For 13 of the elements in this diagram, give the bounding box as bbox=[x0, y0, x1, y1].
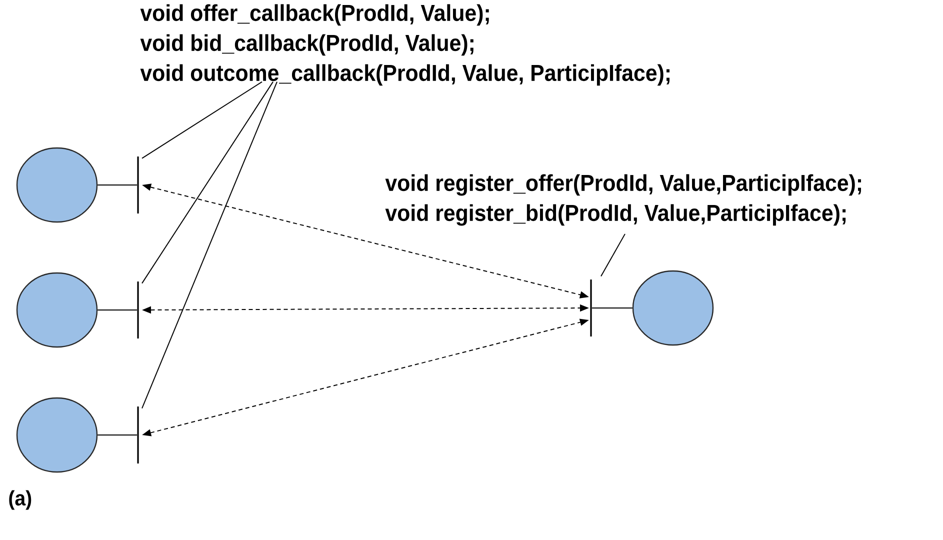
leader-line bbox=[142, 81, 278, 409]
component-circle bbox=[632, 270, 714, 346]
component-circle bbox=[16, 147, 98, 223]
component-circle bbox=[16, 272, 98, 348]
panel-label: (a) bbox=[9, 490, 32, 510]
code-text: void offer_callback(ProdId, Value); void bid_callback(ProdId, Value); void outcome_callback(ProdId, Value, ParticipIface); bbox=[140, 4, 670, 86]
leader-line bbox=[142, 81, 274, 284]
component-circle bbox=[16, 397, 98, 473]
leader-line bbox=[600, 233, 626, 277]
leader-line bbox=[142, 81, 262, 159]
code-text: void register_offer(ProdId, Value,ParticipIface); void register_bid(ProdId, Value,ParticipIface); bbox=[385, 174, 861, 226]
connector-line bbox=[97, 434, 138, 436]
connector-line bbox=[97, 184, 138, 186]
